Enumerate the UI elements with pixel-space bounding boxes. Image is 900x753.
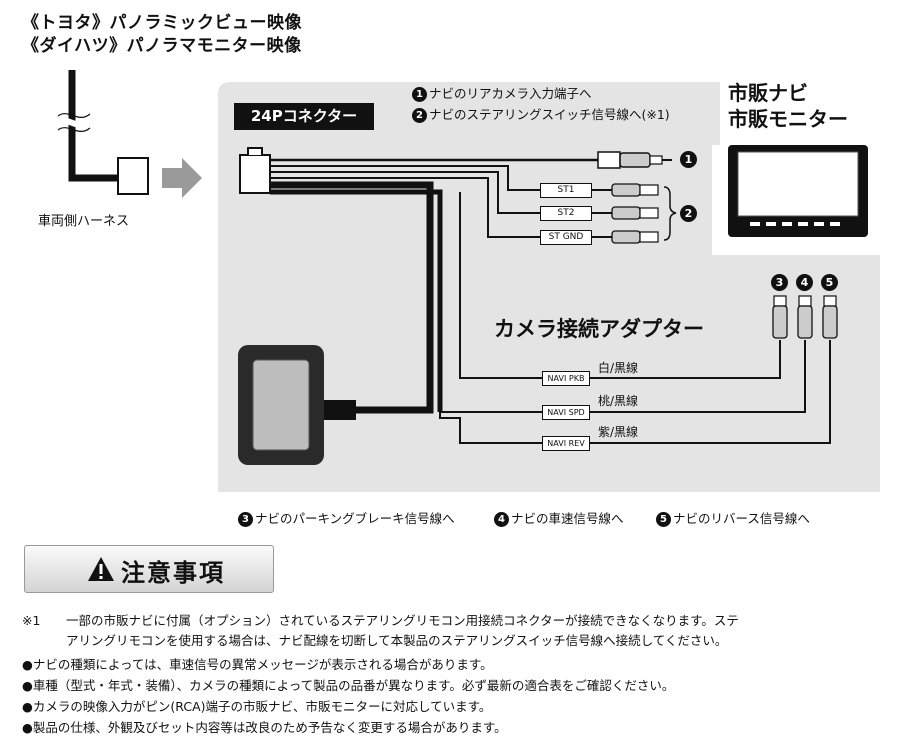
steering-bracket [663,186,677,241]
title-line-1: 《トヨタ》パノラミックビュー映像 [22,13,302,33]
arrow-icon [162,158,202,198]
marker-1: 1 [680,151,697,168]
callout-1-marker: 1 [412,87,427,102]
monitor-label-line1: 市販ナビ [728,81,808,105]
callout-5-text: ナビのリバース信号線へ [673,511,810,526]
callout-5-marker: 5 [656,512,671,527]
callout-4-text: ナビの車速信号線へ [511,511,624,526]
note-1-line1: 一部の市販ナビに付属（オプション）されているステアリングリモコン用接続コネクター… [66,613,739,628]
connector-24p [239,154,271,194]
wire-color-pkb: 白/黒線 [598,361,639,375]
output-connectors [772,295,838,339]
st-connectors [611,183,659,244]
monitor-label-line2: 市販モニター [728,107,848,131]
note-bullet: ●カメラの映像入力がピン(RCA)端子の市販ナビ、市販モニターに対応しています。 [22,699,492,714]
callout-3-marker: 3 [238,512,253,527]
warning-triangle-icon [88,557,114,581]
marker-4: 4 [796,274,813,291]
note-bullet-text: カメラの映像入力がピン(RCA)端子の市販ナビ、市販モニターに対応しています。 [32,699,492,714]
camera-adapter-box [238,345,356,465]
rca-connector [597,151,672,169]
tag-navi-rev: NAVI REV [542,436,590,451]
callout-2-marker: 2 [412,108,427,123]
callout-4-marker: 4 [494,512,509,527]
monitor-icon [728,145,868,237]
adapter-label: カメラ接続アダプター [494,317,704,341]
tag-st-gnd: ST GND [540,230,592,245]
caution-header: 注意事項 [24,545,274,593]
note-1-prefix: ※1 [22,613,41,628]
tag-navi-spd: NAVI SPD [542,405,590,420]
marker-5: 5 [821,274,838,291]
title-line-2: 《ダイハツ》パノラマモニター映像 [22,36,302,56]
wire-color-rev: 紫/黒線 [598,425,639,439]
monitor-label: 市販ナビ 市販モニター [728,80,848,132]
tag-st1: ST1 [540,183,592,198]
note-bullet-text: 車種（型式・年式・装備）、カメラの種類によって製品の品番が異なります。必ず最新の… [32,678,675,693]
note-bullet-text: ナビの種類によっては、車速信号の異常メッセージが表示される場合があります。 [32,657,493,672]
wiring-diagram [57,70,880,492]
marker-2: 2 [680,205,697,222]
note-bullet: ●車種（型式・年式・装備）、カメラの種類によって製品の品番が異なります。必ず最新… [22,678,675,693]
tag-st2: ST2 [540,206,592,221]
connector-label: 24Pコネクター [234,103,374,130]
callout-2-text: ナビのステアリングスイッチ信号線へ(※1) [429,107,670,122]
vehicle-harness-graphic [57,70,149,195]
marker-3: 3 [771,274,788,291]
vehicle-harness-label: 車両側ハーネス [38,214,130,229]
tag-navi-pkb: NAVI PKB [542,371,590,386]
wire-color-spd: 桃/黒線 [598,394,639,408]
callout-1-text: ナビのリアカメラ入力端子へ [429,86,592,101]
callout-3-text: ナビのパーキングブレーキ信号線へ [255,511,455,526]
note-bullet-text: 製品の仕様、外観及びセット内容等は改良のため予告なく変更する場合があります。 [32,720,507,735]
note-bullet: ●製品の仕様、外観及びセット内容等は改良のため予告なく変更する場合があります。 [22,720,507,735]
note-1-line2: アリングリモコンを使用する場合は、ナビ配線を切断して本製品のステアリングスイッチ… [66,633,728,648]
note-bullet: ●ナビの種類によっては、車速信号の異常メッセージが表示される場合があります。 [22,657,493,672]
caution-title: 注意事項 [121,559,225,587]
